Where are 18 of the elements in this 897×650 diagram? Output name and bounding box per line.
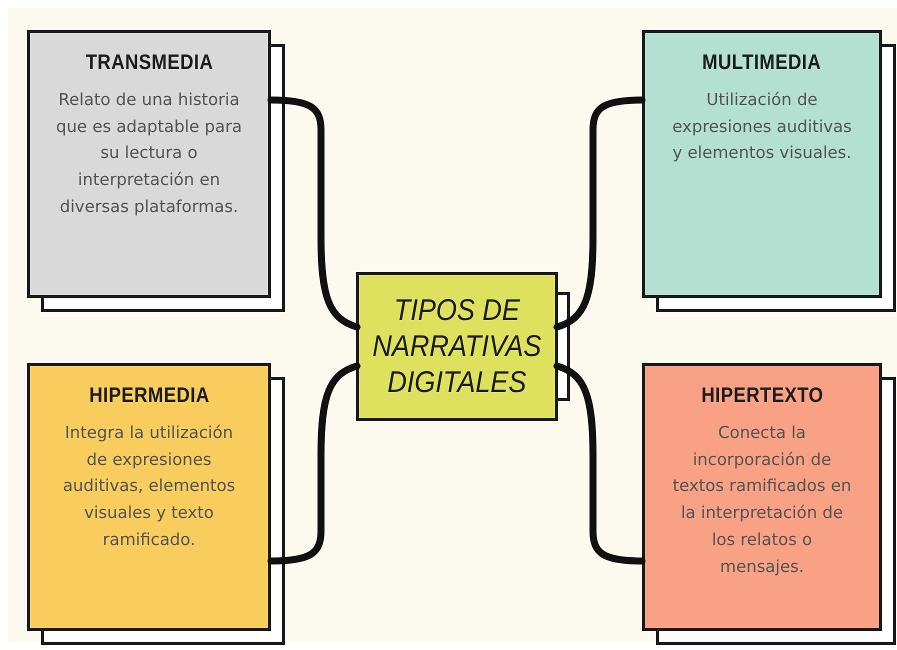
card-heading: HIPERTEXTO xyxy=(700,384,824,408)
card-description: Relato de una historia que es adaptable para su lectura o interpretación en diversas plataformas. xyxy=(56,89,242,218)
card-description: Conecta la incorporación de textos ramificados en la interpretación de los relatos o mensajes. xyxy=(672,422,852,578)
card-description: Utilización de expresiones auditivas y elementos visuales. xyxy=(671,89,853,164)
curved-connector xyxy=(554,362,646,564)
card-description: Integra la utilización de expresiones auditivas, elementos visuales y texto ramificado. xyxy=(62,422,236,551)
center-topic-label: TIPOS DE NARRATIVAS DIGITALES xyxy=(372,292,542,400)
curved-connector xyxy=(554,96,646,330)
card-heading: TRANSMEDIA xyxy=(85,51,213,75)
curved-connector xyxy=(268,96,360,330)
title-box xyxy=(356,272,558,421)
curved-connector xyxy=(268,362,360,564)
topic-card xyxy=(642,30,882,298)
topic-card xyxy=(27,30,271,298)
card-heading: MULTIMEDIA xyxy=(702,51,822,75)
card-heading: HIPERMEDIA xyxy=(88,384,210,408)
topic-card xyxy=(642,363,882,631)
topic-card xyxy=(27,363,271,631)
